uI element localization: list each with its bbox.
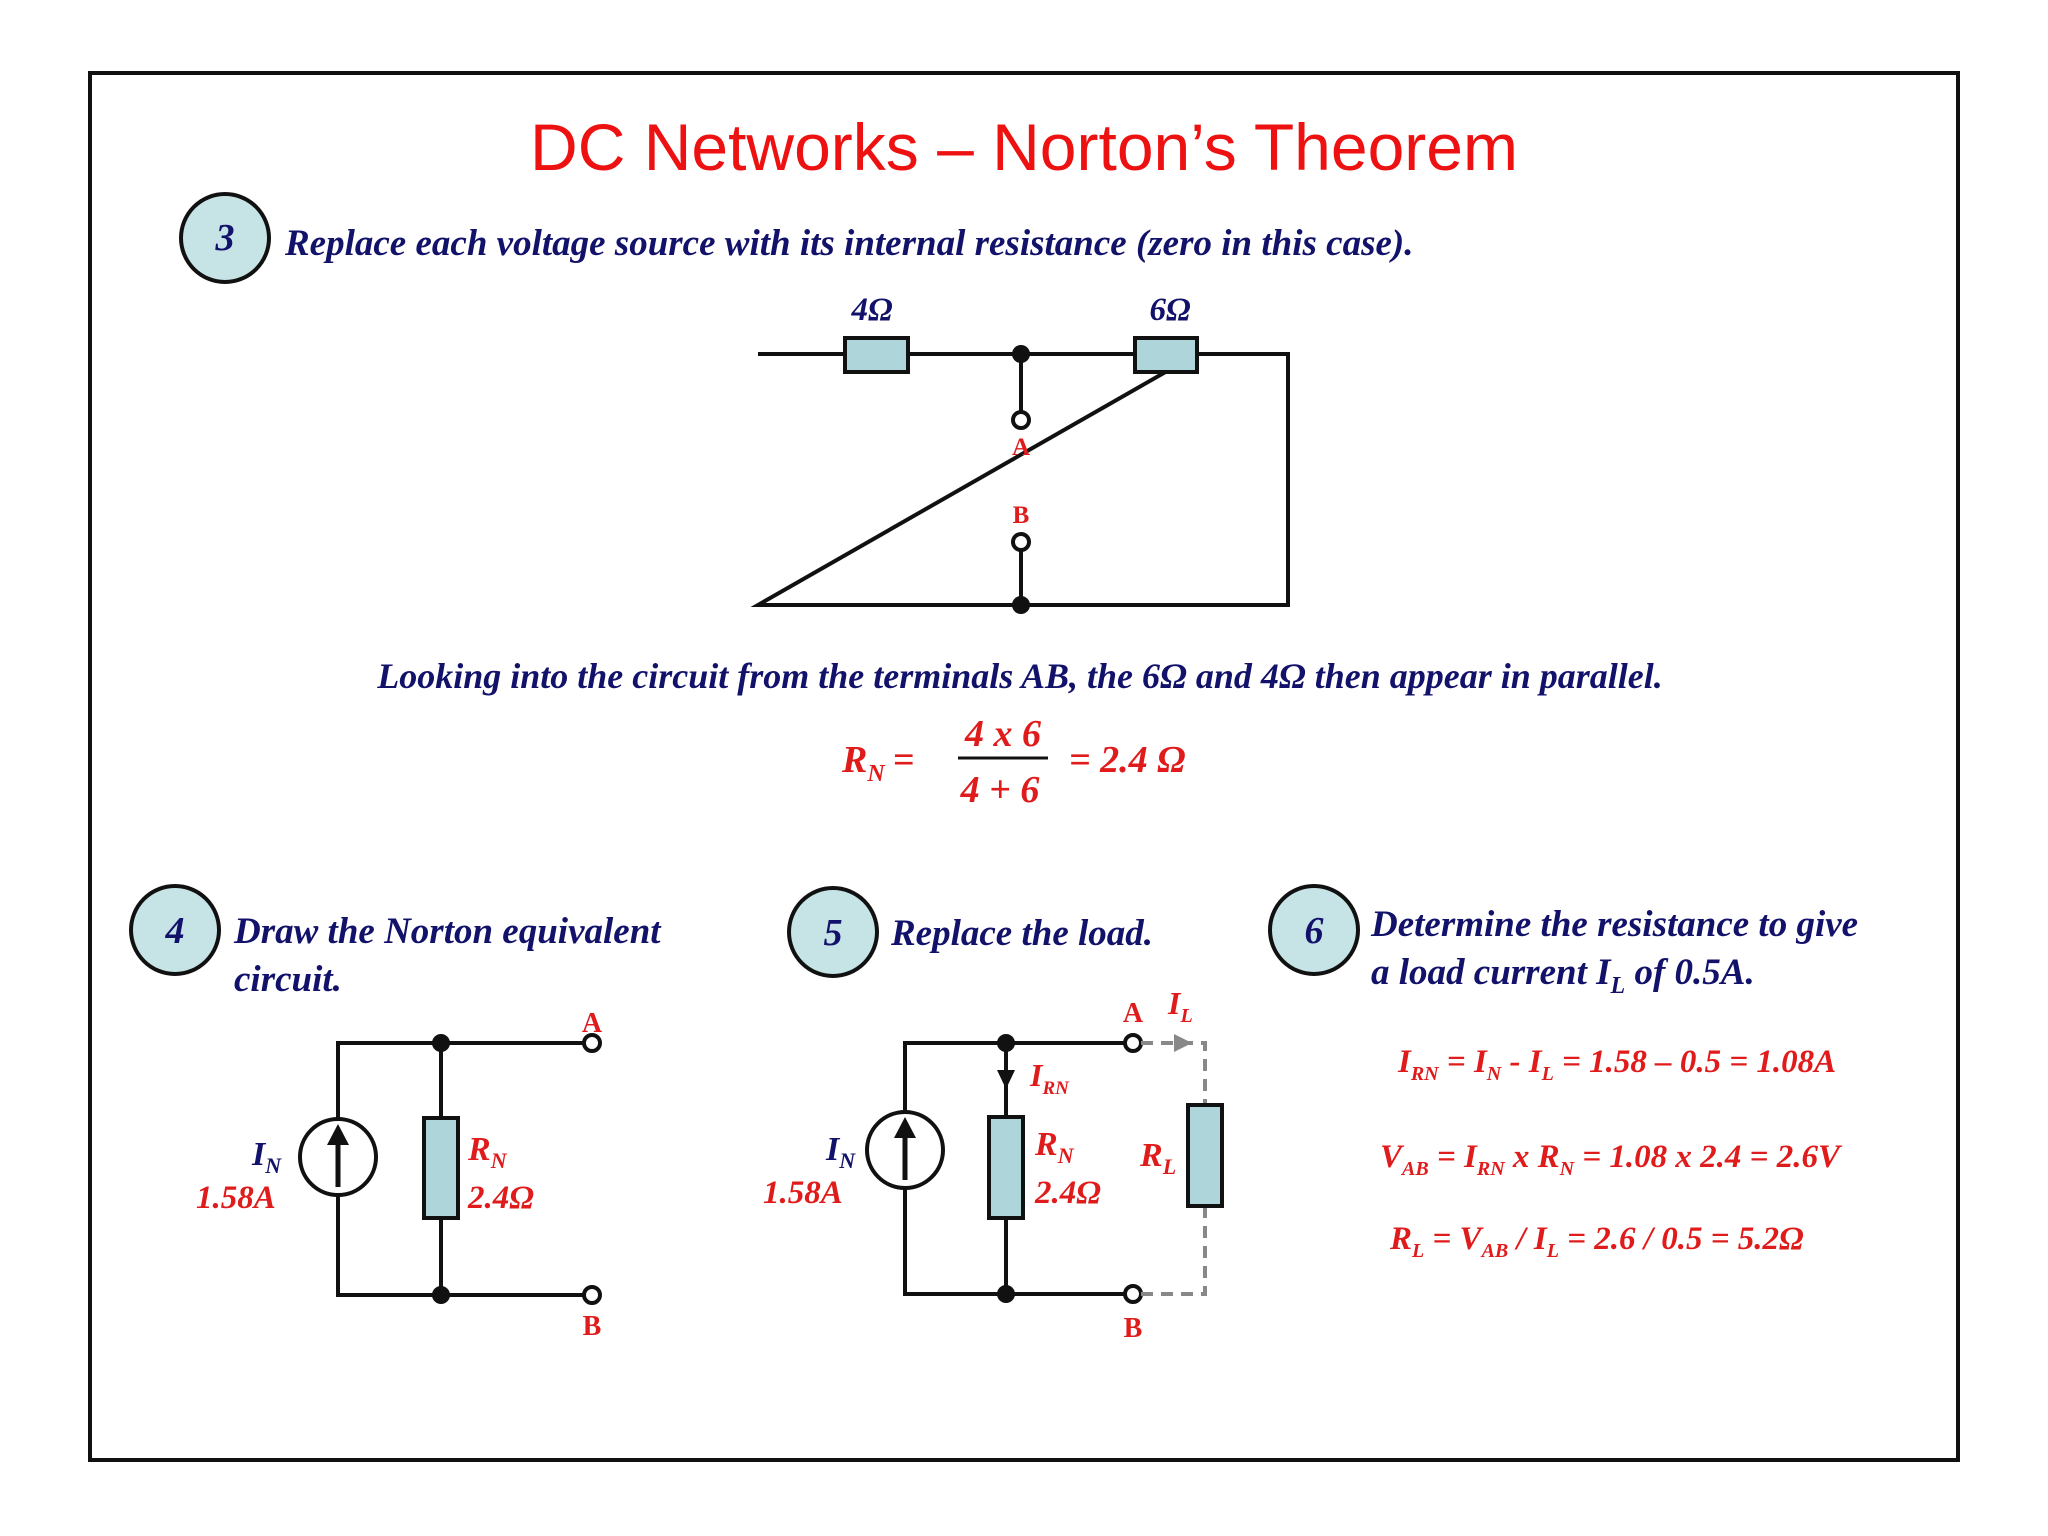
terminal-b-label: B [1124,1313,1143,1344]
terminal-b-label: B [583,1311,602,1342]
step-4-instruction-line1: Draw the Norton equivalent [233,911,662,952]
step-6: 6 Determine the resistance to give a loa… [1268,884,1858,1262]
source-label: IN [825,1131,856,1173]
resistor-rn-label: RN [1034,1126,1075,1168]
rn-denominator: 4 + 6 [960,769,1040,811]
step-3: 3 Replace each voltage source with its i… [179,192,1663,811]
rn-numerator: 4 x 6 [964,713,1041,755]
load-current-arrow-icon [1174,1034,1192,1052]
resistor-6-ohm-label: 6Ω [1149,292,1191,328]
terminal-a-label: A [582,1008,603,1039]
step-4-badge [129,884,221,976]
junction-node [432,1286,450,1304]
resistor-rn-label: RN [467,1131,508,1173]
terminal-b [582,1285,602,1305]
step-3-number: 3 [215,217,235,259]
step-5-instruction: Replace the load. [890,913,1153,954]
equation-rl: RL = VAB / IL = 2.6 / 0.5 = 5.2Ω [1389,1221,1804,1262]
resistor-rn [422,1116,460,1220]
source-value: 1.58A [763,1175,843,1211]
resistor-4-ohm-label: 4Ω [850,292,893,328]
junction-node [997,1034,1015,1052]
resistor-rn-value: 2.4Ω [1034,1175,1101,1211]
junction-node [1012,345,1030,363]
terminal-b [1011,532,1031,552]
source-value: 1.58A [196,1180,276,1216]
resistor-load [1186,1103,1224,1208]
step-5-badge [787,886,879,978]
terminal-a [582,1033,602,1053]
arrow-up-icon [894,1117,916,1138]
terminal-a-label: A [1012,434,1030,461]
step-4-number: 4 [165,910,185,952]
junction-node [432,1034,450,1052]
junction-node [1012,596,1030,614]
step-4-instruction-line2: circuit. [234,959,342,1000]
step-3-explanation: Looking into the circuit from the termin… [376,656,1663,696]
resistor-load-label: RL [1139,1137,1176,1179]
rn-result: = 2.4 Ω [1069,739,1186,781]
step-6-instruction-line2: a load current IL of 0.5A. [1371,952,1755,999]
branch-current-label: IRN [1029,1057,1070,1099]
equation-vab: VAB = IRN x RN = 1.08 x 2.4 = 2.6V [1380,1139,1843,1180]
resistor-rn [987,1115,1025,1220]
equation-irn: IRN = IN - IL = 1.58 – 0.5 = 1.08A [1397,1044,1836,1085]
terminal-a [1123,1033,1143,1053]
step-3-instruction: Replace each voltage source with its int… [284,223,1413,264]
terminal-a-label: A [1123,998,1144,1029]
source-label: IN [251,1136,282,1178]
resistor-4-ohm [843,336,910,374]
terminal-b-label: B [1013,502,1030,529]
rn-formula: RN= 4 x 6 4 + 6 = 2.4 Ω [841,713,1186,811]
resistor-6-ohm [1133,336,1199,374]
slide-title: DC Networks – Norton’s Theorem [530,110,1518,184]
step-5-number: 5 [824,912,843,954]
arrow-up-icon [327,1124,349,1145]
step-6-instruction-line1: Determine the resistance to give [1370,904,1858,945]
step-6-badge [1268,884,1360,976]
resistor-rn-value: 2.4Ω [467,1180,534,1216]
step-4: 4 Draw the Norton equivalent circuit. A … [129,884,662,1342]
terminal-a [1011,410,1031,430]
rn-formula-lhs: RN= [841,739,914,787]
step-3-badge [179,192,271,284]
step-6-number: 6 [1305,910,1324,952]
junction-node [997,1285,1015,1303]
load-current-label: IL [1167,985,1193,1027]
norton-equivalent-circuit: A B IN 1.58A RN 2.4Ω [196,1008,603,1342]
load-circuit: A B IL IRN IN 1.58A RN 2.4Ω RL [763,985,1224,1344]
step-3-circuit: 4Ω 6Ω A B [750,292,1290,614]
step-5: 5 Replace the load. A B IL IRN IN 1.58A [763,886,1224,1344]
terminal-b [1123,1284,1143,1304]
slide-border [88,71,1960,1462]
arrow-down-icon [997,1070,1015,1089]
